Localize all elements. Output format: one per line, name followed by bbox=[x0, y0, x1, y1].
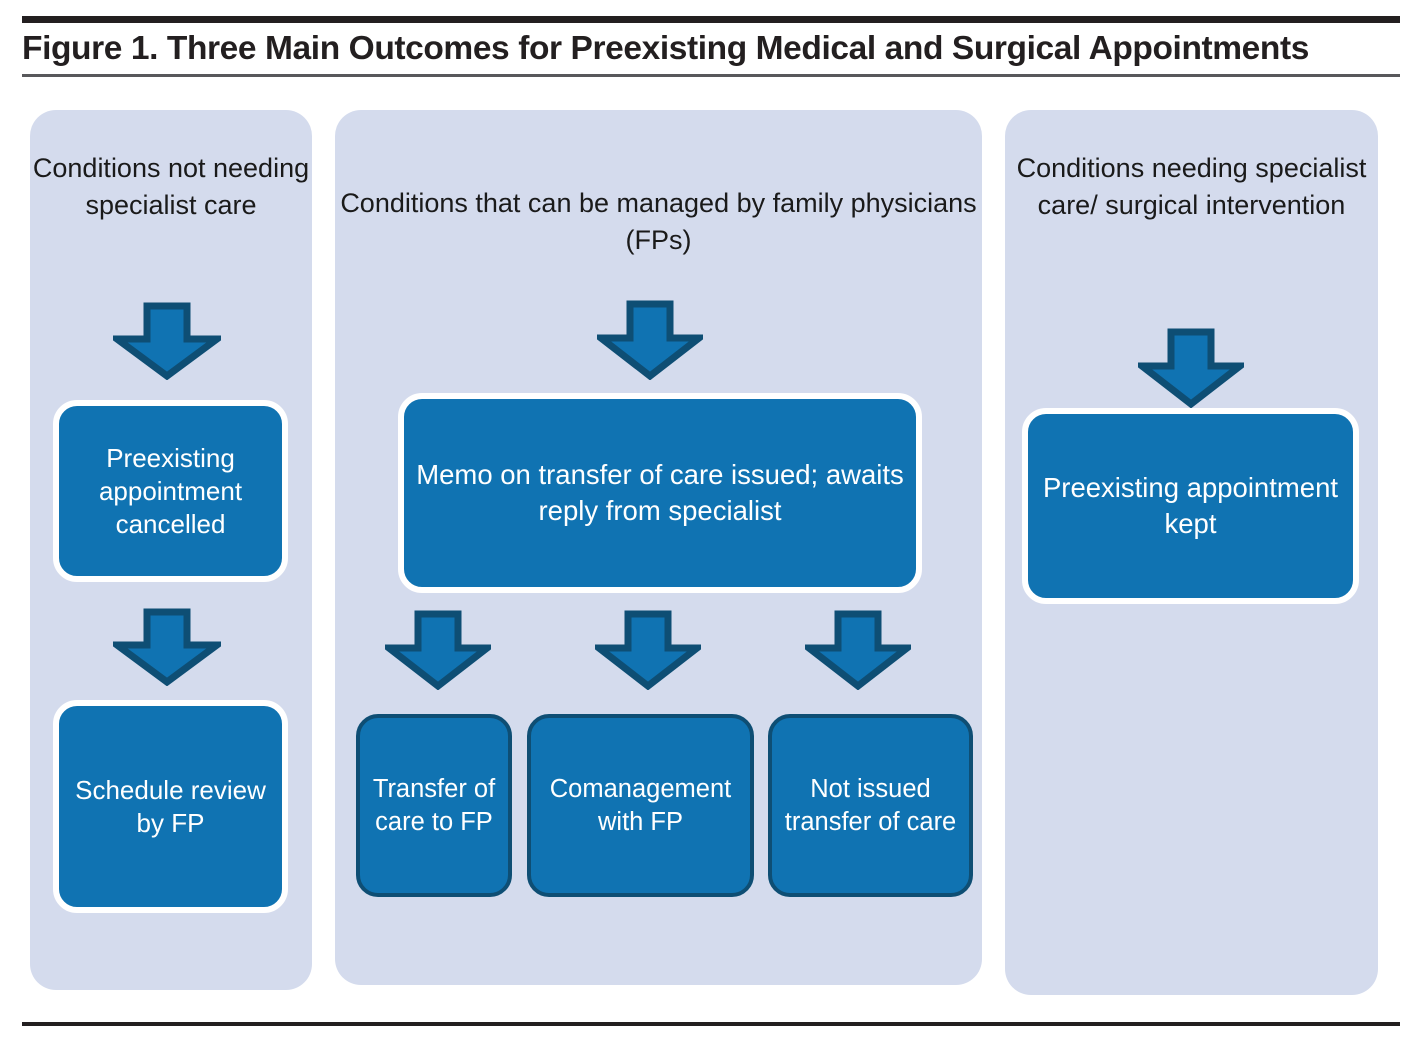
node-label: Schedule review by FP bbox=[75, 774, 266, 838]
node-box-not-issued[interactable]: Not issued transfer of care bbox=[768, 714, 973, 897]
down-arrow-icon bbox=[113, 302, 221, 380]
down-arrow-icon bbox=[113, 608, 221, 686]
node-label: Not issued transfer of care bbox=[784, 774, 957, 836]
down-arrow-icon bbox=[1138, 328, 1244, 408]
node-box-schedule-review[interactable]: Schedule review by FP bbox=[53, 700, 288, 913]
node-label: Preexisting appointment cancelled bbox=[98, 442, 243, 539]
column-heading-right: Conditions needing specialist care/ surg… bbox=[1016, 153, 1367, 220]
column-heading-middle: Conditions that can be managed by family… bbox=[340, 188, 977, 255]
down-arrow-icon bbox=[385, 610, 491, 690]
node-box-transfer-of-care[interactable]: Transfer of care to FP bbox=[356, 714, 512, 897]
down-arrow-icon bbox=[597, 300, 703, 380]
node-box-memo[interactable]: Memo on transfer of care issued; awaits … bbox=[398, 393, 922, 593]
node-label: Transfer of care to FP bbox=[372, 774, 496, 836]
node-box-comanagement[interactable]: Comanagement with FP bbox=[527, 714, 754, 897]
node-box-cancelled[interactable]: Preexisting appointment cancelled bbox=[53, 400, 288, 582]
figure-rule-bottom bbox=[22, 1022, 1400, 1026]
node-label: Comanagement with FP bbox=[549, 774, 732, 836]
title-rule-top bbox=[22, 16, 1400, 23]
node-box-appointment-kept[interactable]: Preexisting appointment kept bbox=[1022, 408, 1359, 604]
page-title: Figure 1. Three Main Outcomes for Preexi… bbox=[22, 30, 1309, 67]
node-label: Preexisting appointment kept bbox=[1042, 472, 1339, 539]
column-heading-left: Conditions not needing specialist care bbox=[32, 153, 310, 220]
down-arrow-icon bbox=[595, 610, 701, 690]
node-label: Memo on transfer of care issued; awaits … bbox=[416, 459, 904, 526]
title-rule-bottom bbox=[22, 74, 1400, 77]
down-arrow-icon bbox=[805, 610, 911, 690]
